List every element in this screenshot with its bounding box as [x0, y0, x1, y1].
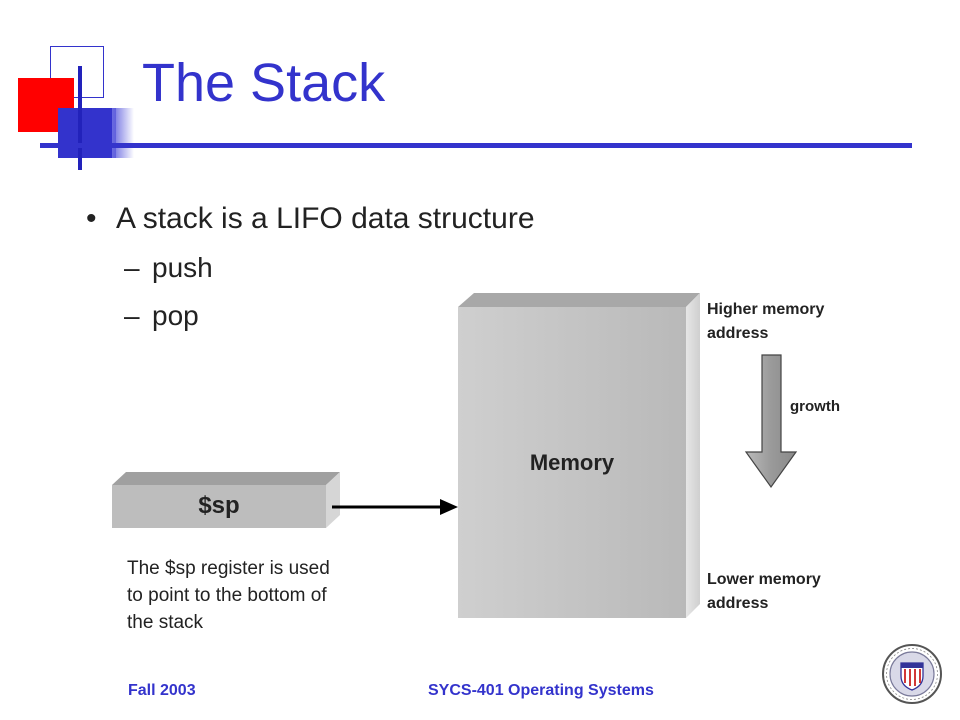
university-seal-icon	[882, 644, 942, 704]
title-deco-blue-square	[58, 108, 116, 158]
sub-item-push: –push	[124, 252, 213, 284]
title-underline	[40, 143, 912, 148]
sp-caption-line2: to point to the bottom of	[127, 585, 327, 606]
bullet-text: A stack is a LIFO data structure	[116, 202, 535, 235]
sp-box-top	[112, 472, 340, 485]
footer-date: Fall 2003	[128, 682, 196, 699]
memory-block	[458, 293, 700, 618]
bullet-marker: •	[86, 202, 97, 235]
sub-item-pop: –pop	[124, 300, 199, 332]
higher-label-line1: Higher memory	[707, 301, 825, 318]
sp-pointer-arrow	[332, 499, 458, 515]
sp-caption-line3: the stack	[127, 612, 204, 633]
memory-block-side	[686, 293, 700, 618]
title-deco-outline-box	[50, 46, 104, 98]
sub-item-dash: –	[124, 252, 140, 283]
sp-box-front	[112, 485, 326, 528]
memory-block-front	[458, 307, 686, 618]
footer-course: SYCS-401 Operating Systems	[428, 682, 654, 699]
title-deco-vertical-line	[78, 66, 82, 170]
growth-label: growth	[790, 398, 840, 415]
growth-arrow	[744, 354, 798, 489]
sp-box-side	[326, 472, 340, 528]
sp-pointer-head	[440, 499, 458, 515]
memory-block-top	[458, 293, 700, 307]
sp-register-label: $sp	[198, 492, 240, 519]
sub-item-label: pop	[152, 300, 199, 331]
lower-label-line1: Lower memory	[707, 571, 821, 588]
sub-item-label: push	[152, 252, 213, 283]
sp-caption: The $sp register is used to point to the…	[127, 555, 330, 636]
higher-label-line2: address	[707, 325, 769, 342]
higher-memory-address-label: Higher memory address	[707, 298, 824, 346]
lower-label-line2: address	[707, 595, 769, 612]
sp-caption-line1: The $sp register is used	[127, 558, 330, 579]
slide-title: The Stack	[142, 53, 386, 113]
memory-label: Memory	[529, 450, 615, 475]
lower-memory-address-label: Lower memory address	[707, 568, 821, 616]
sp-register-box	[112, 472, 340, 528]
sub-item-dash: –	[124, 300, 140, 331]
bullet-item: • A stack is a LIFO data structure	[86, 202, 535, 236]
